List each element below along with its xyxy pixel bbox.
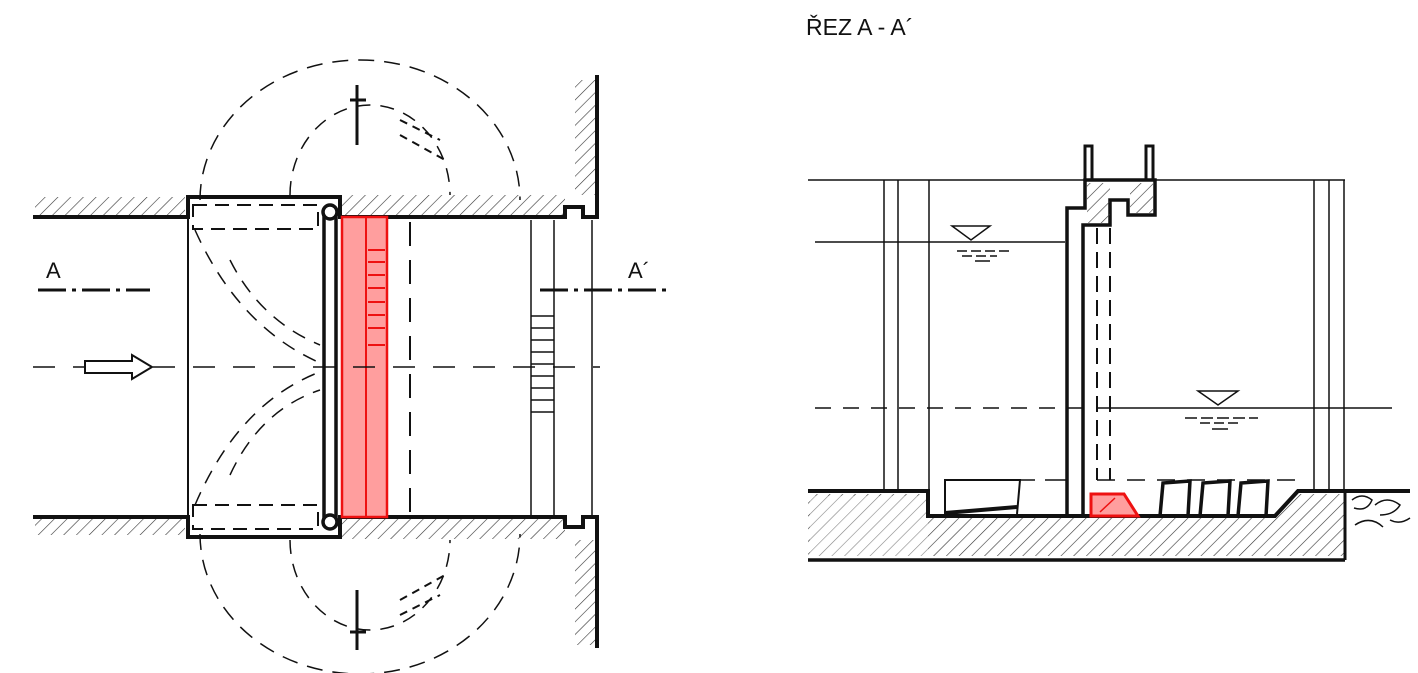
hatch-top-right [340, 195, 565, 215]
hatch-wall-top [575, 80, 595, 195]
highlight-sill-section [1089, 492, 1141, 518]
rock-fill [1351, 495, 1411, 528]
section-mark-a: A [46, 258, 61, 283]
section-mark-a-prime: A´ [628, 258, 650, 283]
hatch-bottom-right [340, 519, 565, 539]
foundation-hatch [808, 494, 1345, 556]
hinge-bottom [321, 513, 339, 531]
plan-view [33, 59, 668, 673]
water-level-icon [949, 225, 993, 241]
flow-arrow-icon [84, 353, 154, 381]
gate-section [1065, 178, 1157, 516]
hinge-top [321, 203, 339, 221]
hatch-bottom-left [35, 519, 185, 535]
water-level-icon [1195, 390, 1241, 406]
hatch-wall-bottom [575, 540, 595, 645]
section-title: ŘEZ A - A´ [806, 14, 914, 40]
section-view [808, 144, 1411, 562]
hatch-top-left [35, 197, 185, 215]
